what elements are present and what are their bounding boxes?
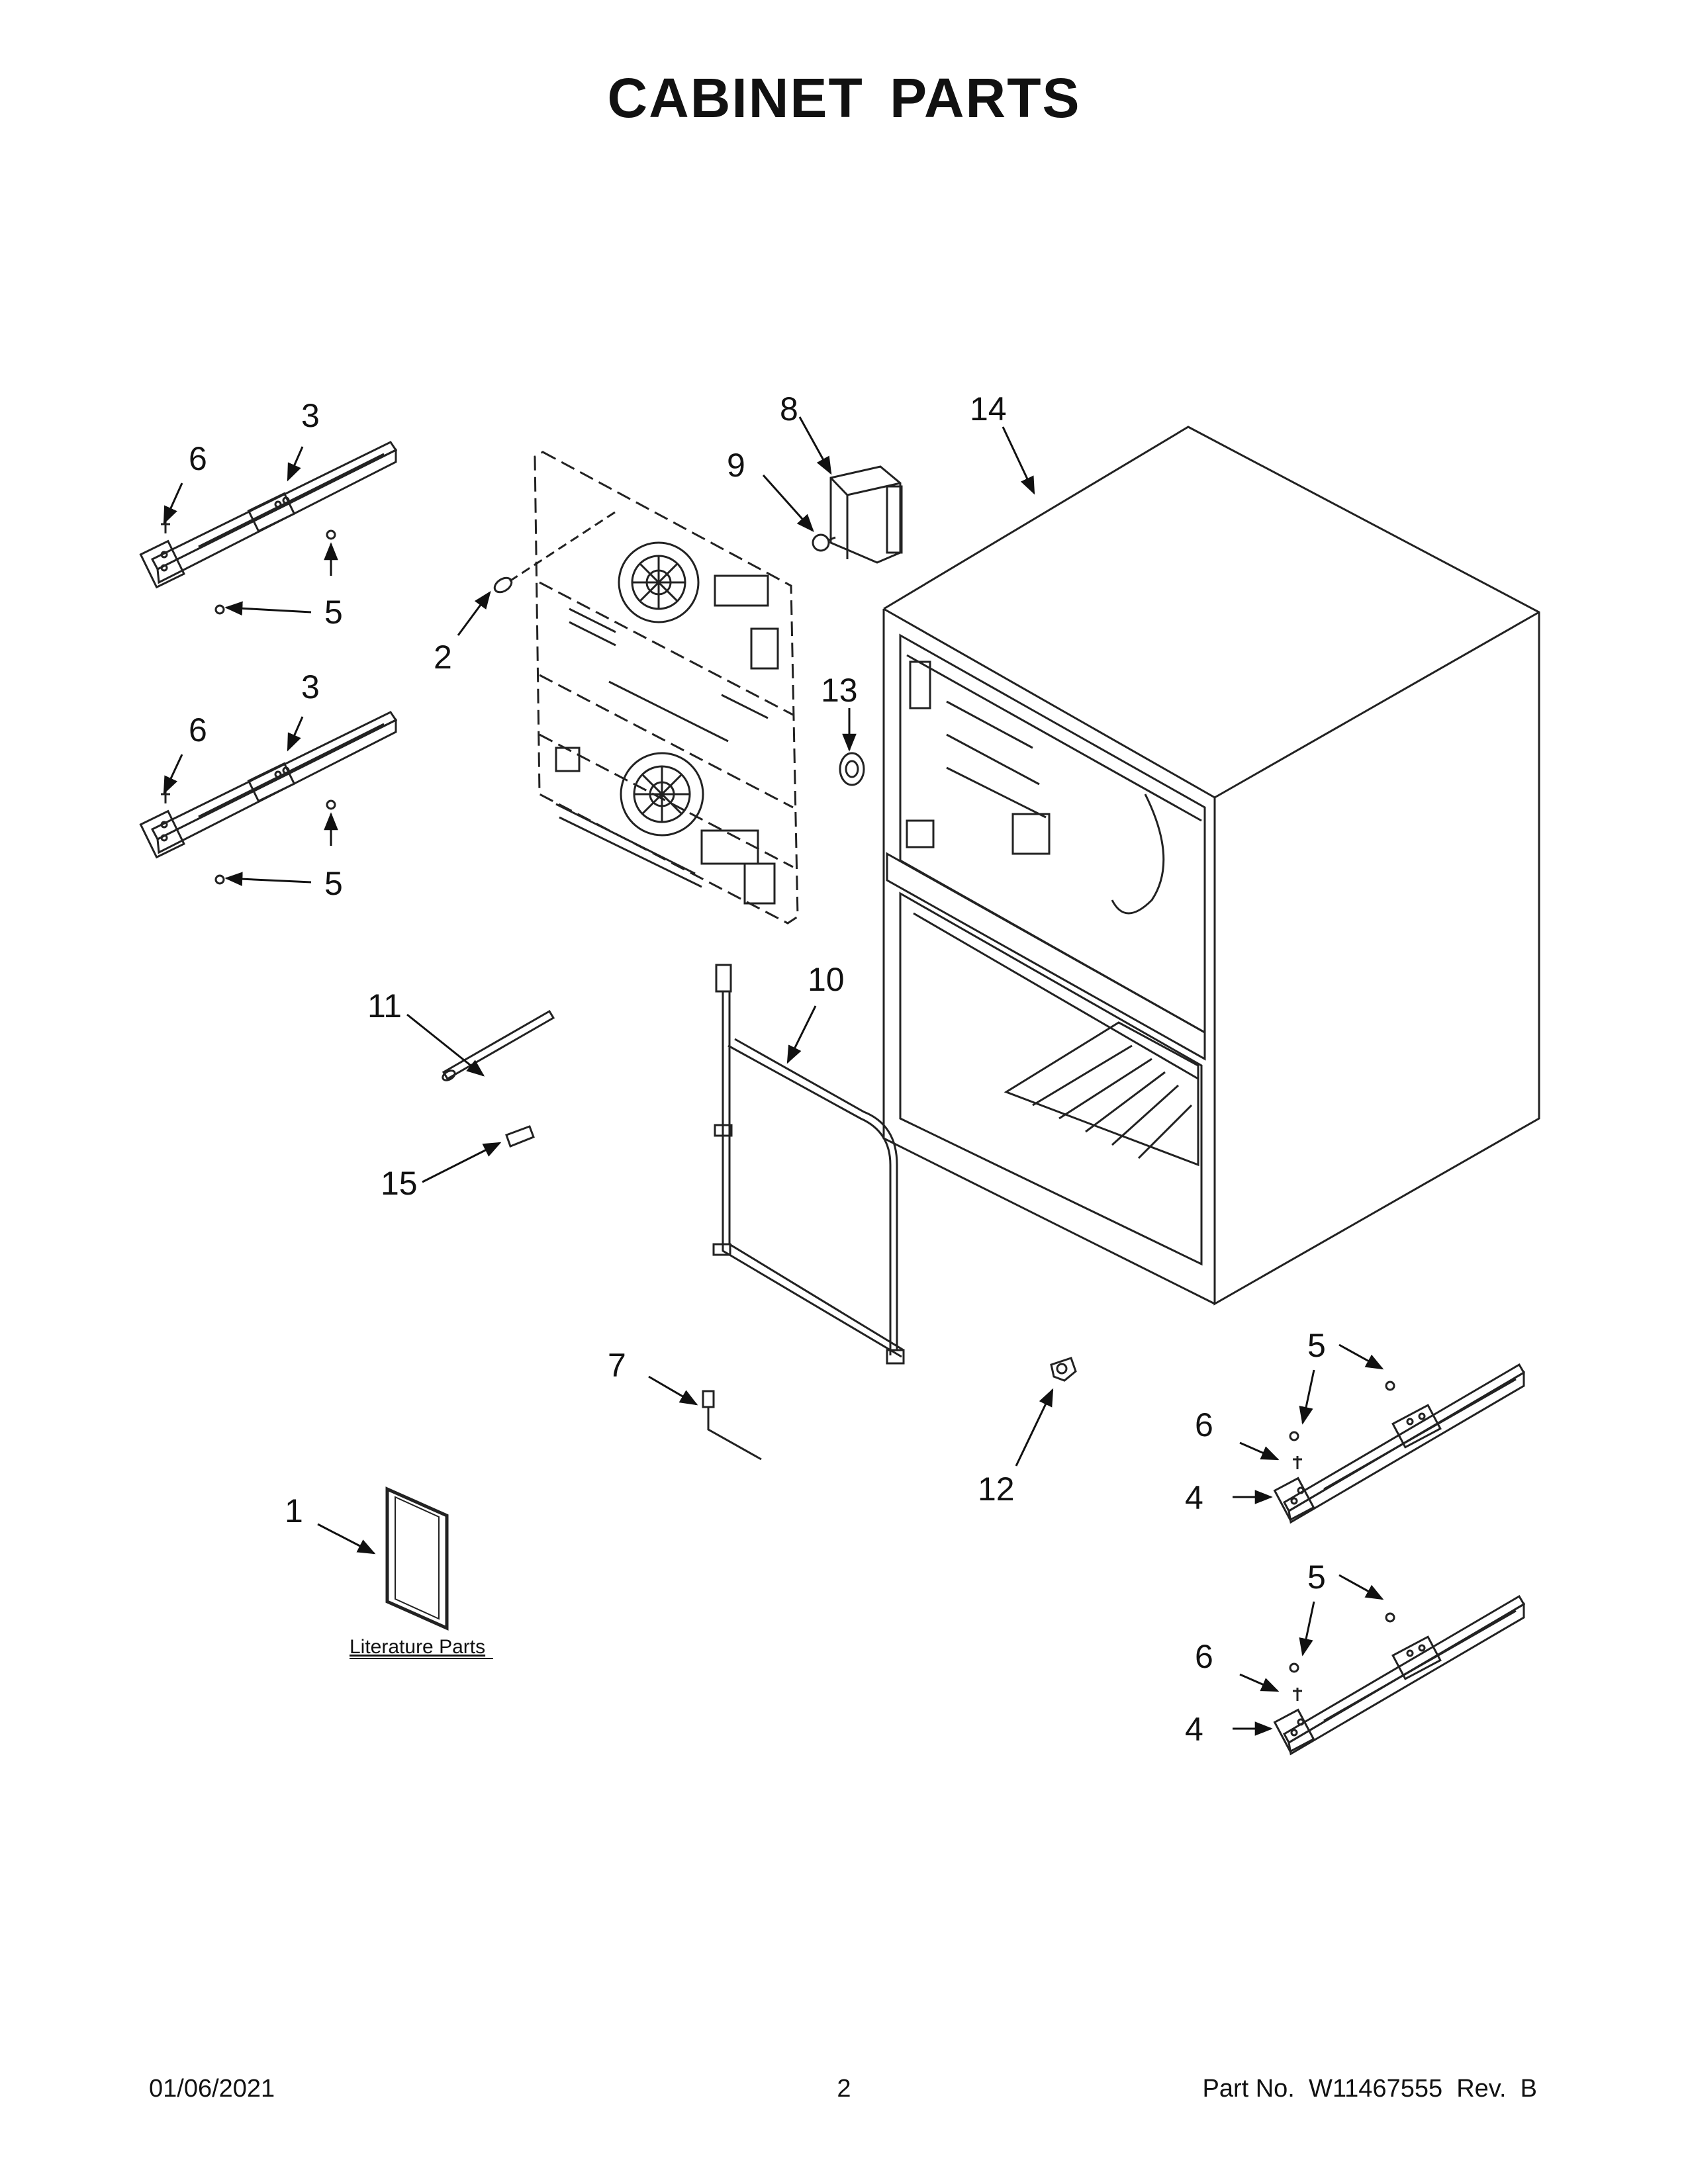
callout-3: 3 <box>301 397 320 434</box>
footer-page-number: 2 <box>837 2075 851 2103</box>
callout-14: 14 <box>970 390 1007 428</box>
callout-5: 5 <box>324 865 343 902</box>
literature-parts-label: Literature Parts <box>350 1636 485 1658</box>
drawer-slide-lower-right <box>1273 1594 1526 1756</box>
cabinet <box>882 426 1540 1306</box>
callout-6: 6 <box>189 711 207 749</box>
callout-6: 6 <box>1195 1638 1213 1675</box>
grommet <box>839 752 865 786</box>
footer-part-number: Part No. W11467555 Rev. B <box>1202 2075 1537 2103</box>
callout-11: 11 <box>367 987 402 1024</box>
callout-8: 8 <box>780 390 798 428</box>
callout-5: 5 <box>324 594 343 631</box>
callout-4: 4 <box>1185 1479 1203 1516</box>
drawer-slide-upper-right <box>1273 1363 1526 1524</box>
callout-4: 4 <box>1185 1711 1203 1748</box>
callout-6: 6 <box>1195 1406 1213 1443</box>
callout-9: 9 <box>727 447 745 484</box>
callout-5: 5 <box>1307 1327 1326 1364</box>
page-title: CABINET PARTS <box>607 67 1081 129</box>
drawer-slide-lower-left <box>139 711 398 885</box>
clip-12 <box>1050 1357 1077 1382</box>
rear-panel <box>534 451 799 925</box>
footer-date: 01/06/2021 <box>149 2075 275 2103</box>
callout-labels: 1 2 3 3 4 4 5 5 5 5 6 6 6 6 7 8 9 10 11 … <box>189 390 1326 1748</box>
callout-1: 1 <box>285 1492 303 1529</box>
leader-arrows <box>163 416 1384 1736</box>
control-box <box>829 465 903 564</box>
literature-booklet <box>385 1486 449 1631</box>
drawer-slide-upper-left <box>139 441 398 615</box>
callout-15: 15 <box>381 1165 418 1202</box>
callout-12: 12 <box>978 1471 1015 1508</box>
callout-6: 6 <box>189 440 207 477</box>
screw-9 <box>812 533 836 552</box>
callout-7: 7 <box>608 1347 626 1384</box>
callout-2: 2 <box>434 639 452 676</box>
callout-3: 3 <box>301 668 320 705</box>
callout-5: 5 <box>1307 1559 1326 1596</box>
clip-part <box>505 1125 535 1148</box>
callout-10: 10 <box>808 961 845 998</box>
strip-part <box>442 1009 555 1081</box>
screw-2 <box>493 508 620 594</box>
callout-13: 13 <box>821 672 858 709</box>
wire-harness <box>712 964 905 1365</box>
sensor <box>702 1390 762 1461</box>
